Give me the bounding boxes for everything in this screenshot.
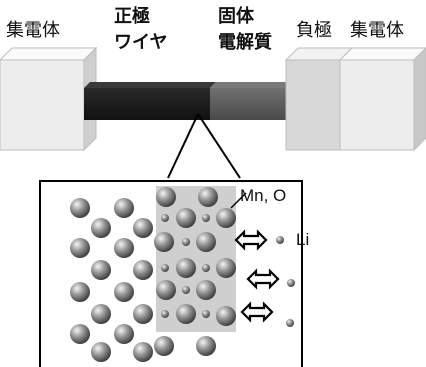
mn-o-spheres — [70, 187, 236, 362]
li-spheres — [161, 214, 295, 327]
label-current-collector-left: 集電体 — [6, 20, 60, 41]
label-cathode-wire-line1: 正極 — [114, 6, 150, 27]
label-current-collector-right: 集電体 — [350, 20, 404, 41]
double-arrows — [234, 229, 280, 323]
mn-o-label: Mn, O — [240, 186, 287, 205]
zoom-lines — [167, 113, 241, 179]
label-solid-electrolyte-line2: 電解質 — [218, 32, 272, 53]
current-collector-left-block — [0, 46, 98, 152]
solid-electrolyte-bar — [210, 82, 292, 120]
mn-o-leader — [230, 192, 247, 209]
label-anode: 負極 — [296, 20, 332, 41]
label-cathode-wire-line2: ワイヤ — [114, 32, 168, 53]
li-label: Li — [296, 230, 310, 249]
label-solid-electrolyte-line1: 固体 — [218, 6, 254, 27]
cathode-wire-bar — [84, 82, 216, 120]
current-collector-right-block — [338, 47, 426, 152]
